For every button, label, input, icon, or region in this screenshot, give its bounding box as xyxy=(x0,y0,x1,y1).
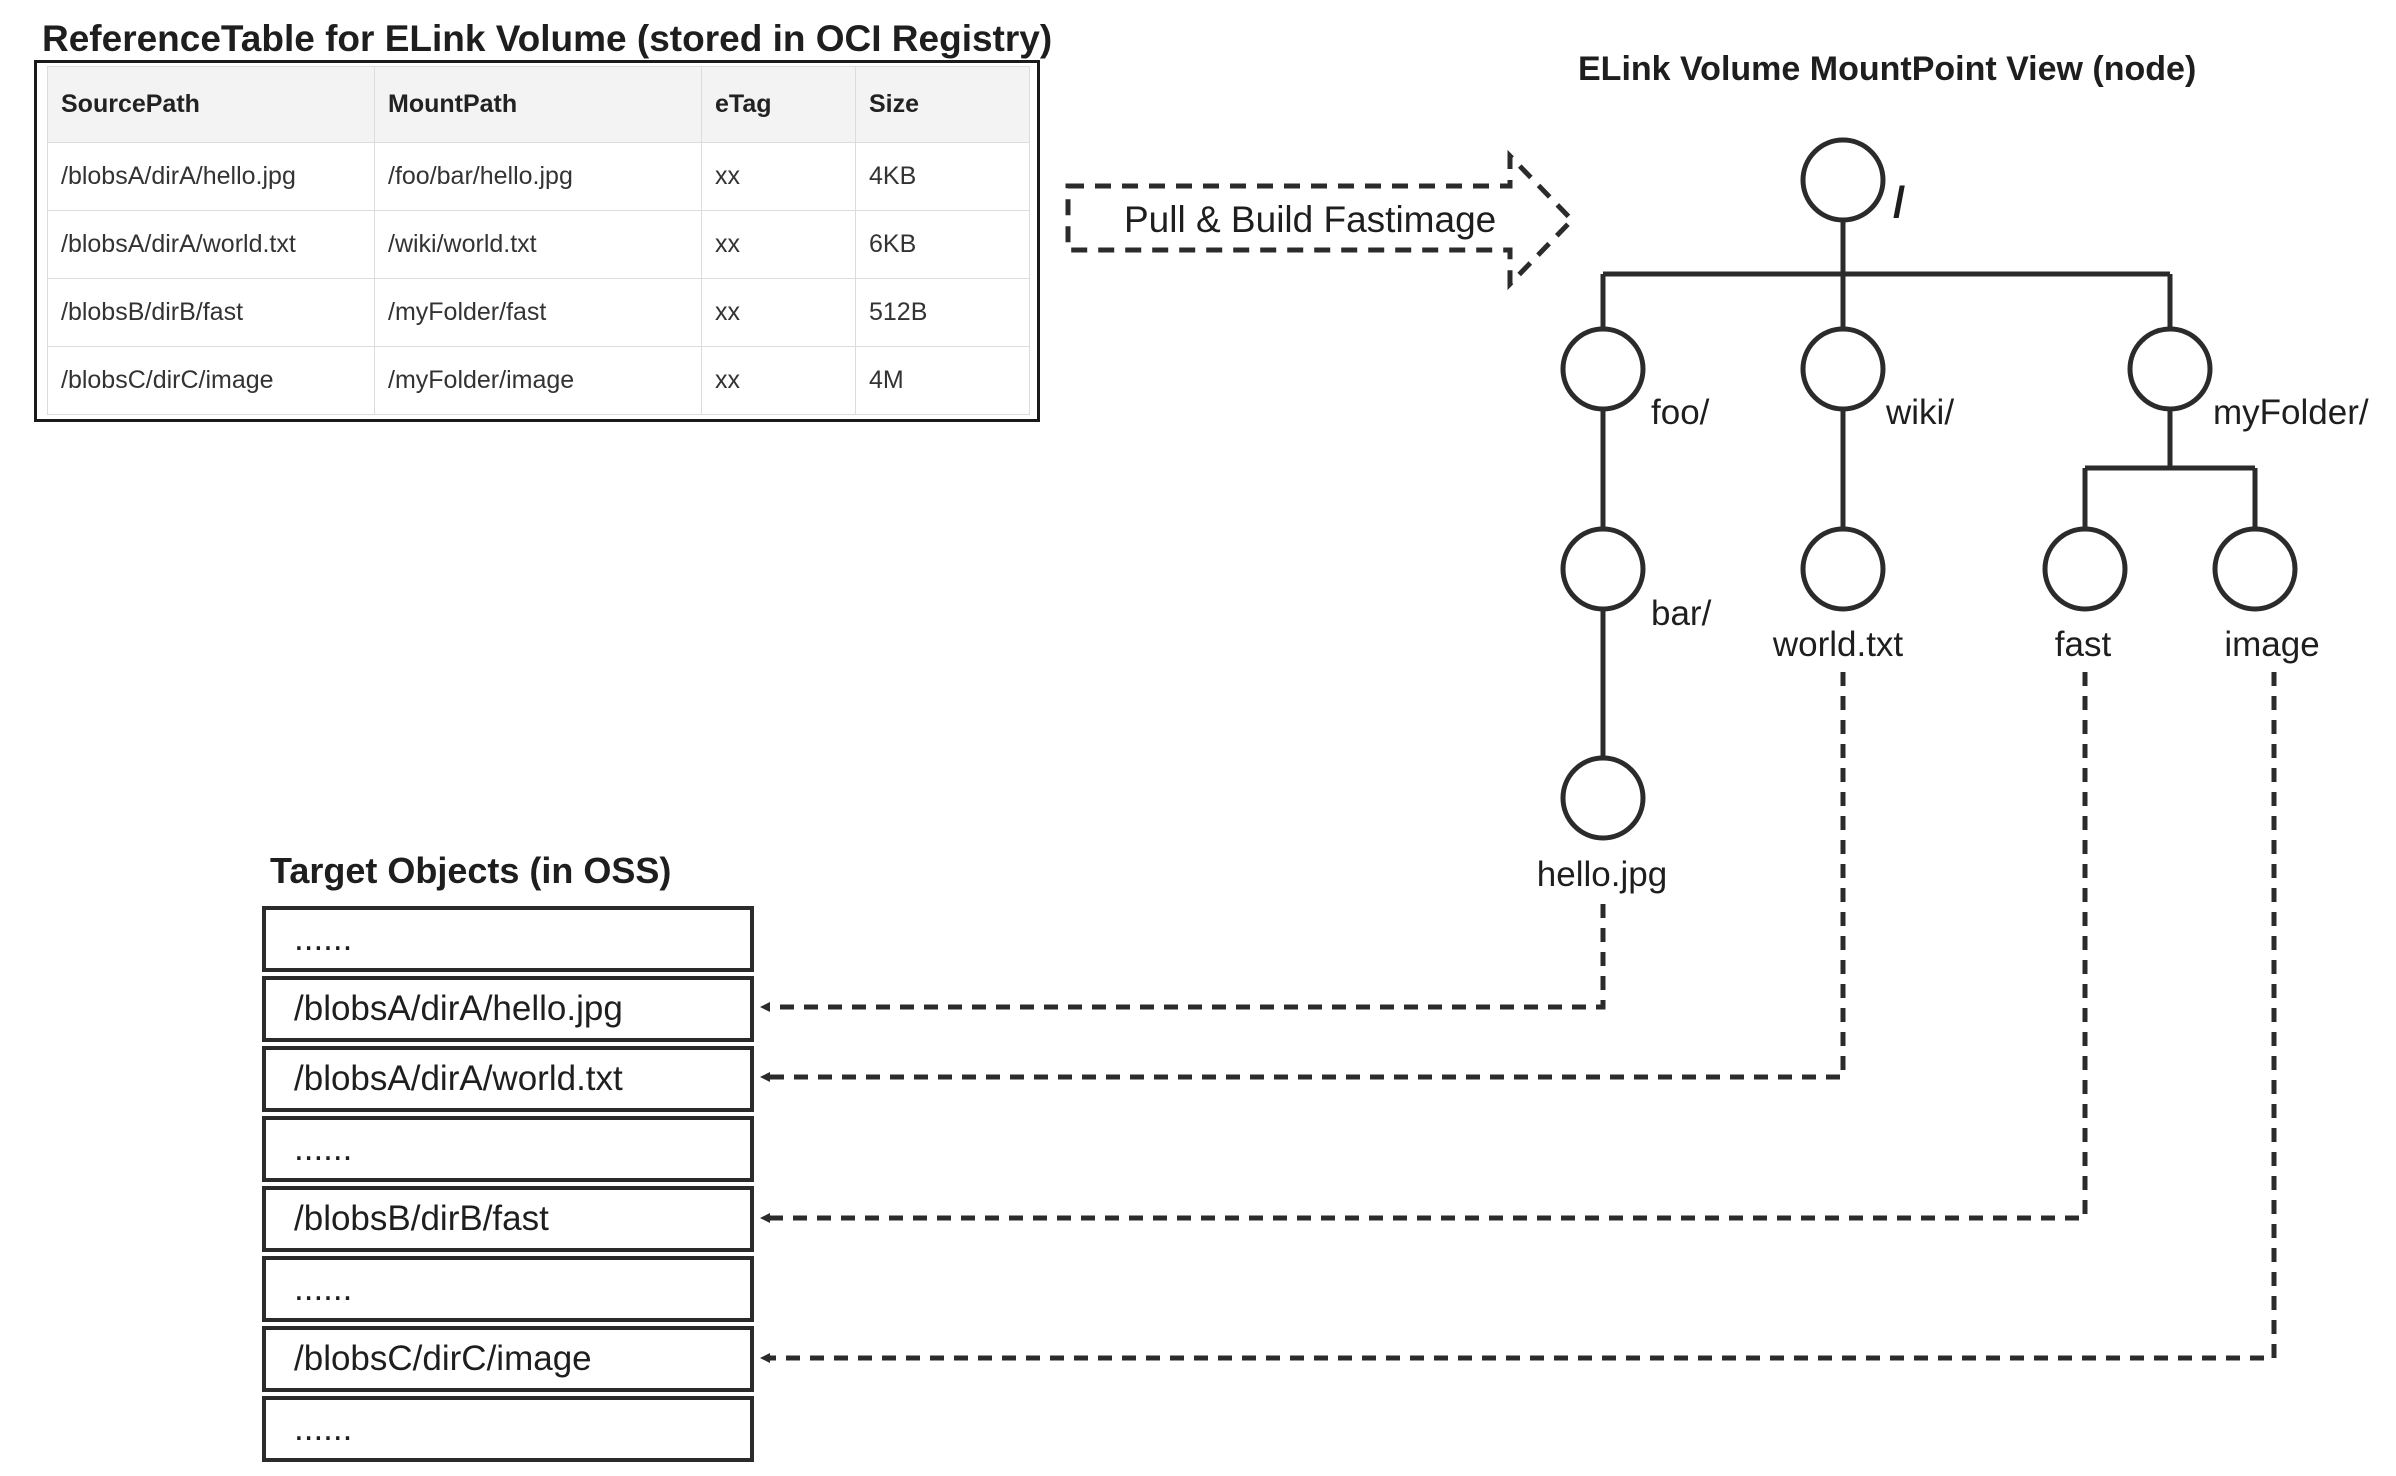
tree-node-hello xyxy=(1560,755,1646,841)
oss-object-row: ...... xyxy=(262,906,754,972)
oss-object-row: /blobsC/dirC/image xyxy=(262,1326,754,1392)
pull-build-arrow: Pull & Build Fastimage xyxy=(1065,149,1576,291)
cell-source-path: /blobsC/dirC/image xyxy=(47,346,375,415)
tree-label-world: world.txt xyxy=(1772,625,1904,664)
cell-mount-path: /myFolder/image xyxy=(374,346,702,415)
target-objects-title: Target Objects (in OSS) xyxy=(270,850,672,891)
reference-table-frame: SourcePath MountPath eTag Size /blobsA/d… xyxy=(34,60,1040,422)
cell-etag: xx xyxy=(701,278,856,347)
cell-source-path: /blobsB/dirB/fast xyxy=(47,278,375,347)
cell-mount-path: /myFolder/fast xyxy=(374,278,702,347)
cell-source-path: /blobsA/dirA/hello.jpg xyxy=(47,142,375,211)
cell-size: 512B xyxy=(855,278,1030,347)
tree-node-foo xyxy=(1560,326,1646,412)
tree-node-fast xyxy=(2042,526,2128,612)
oss-object-row: ...... xyxy=(262,1256,754,1322)
column-header-etag: eTag xyxy=(701,66,856,143)
mountpoint-view-title: ELink Volume MountPoint View (node) xyxy=(1578,50,2197,88)
tree-label-myfolder: myFolder/ xyxy=(2213,393,2369,432)
cell-source-path: /blobsA/dirA/world.txt xyxy=(47,210,375,279)
mapping-arrow-world xyxy=(760,672,1846,1082)
reference-table: SourcePath MountPath eTag Size /blobsA/d… xyxy=(47,66,1030,415)
cell-size: 4KB xyxy=(855,142,1030,211)
table-row: /blobsA/dirA/hello.jpg /foo/bar/hello.jp… xyxy=(47,142,1030,211)
cell-size: 4M xyxy=(855,346,1030,415)
tree-node-world xyxy=(1800,526,1886,612)
tree-node-root xyxy=(1800,137,1886,223)
column-header-mount-path: MountPath xyxy=(374,66,702,143)
pull-build-label: Pull & Build Fastimage xyxy=(1124,199,1496,240)
oss-object-row: ...... xyxy=(262,1116,754,1182)
table-row: /blobsA/dirA/world.txt /wiki/world.txt x… xyxy=(47,210,1030,279)
tree-node-myfolder xyxy=(2127,326,2213,412)
oss-object-row: /blobsA/dirA/hello.jpg xyxy=(262,976,754,1042)
table-header-row: SourcePath MountPath eTag Size xyxy=(47,66,1030,143)
tree-node-wiki xyxy=(1800,326,1886,412)
tree-label-hello: hello.jpg xyxy=(1537,855,1667,894)
tree-label-bar: bar/ xyxy=(1651,594,1712,633)
oss-object-row: ...... xyxy=(262,1396,754,1462)
oss-object-row: /blobsB/dirB/fast xyxy=(262,1186,754,1252)
table-row: /blobsC/dirC/image /myFolder/image xx 4M xyxy=(47,346,1030,415)
reference-table-title: ReferenceTable for ELink Volume (stored … xyxy=(42,18,1053,59)
oss-object-row: /blobsA/dirA/world.txt xyxy=(262,1046,754,1112)
tree-edges xyxy=(1600,220,2258,758)
table-row: /blobsB/dirB/fast /myFolder/fast xx 512B xyxy=(47,278,1030,347)
tree-node-bar xyxy=(1560,526,1646,612)
mapping-arrow-image xyxy=(760,672,2277,1363)
cell-mount-path: /foo/bar/hello.jpg xyxy=(374,142,702,211)
cell-size: 6KB xyxy=(855,210,1030,279)
tree-node-image xyxy=(2212,526,2298,612)
mapping-arrow-hello xyxy=(760,904,1606,1012)
tree-label-image: image xyxy=(2224,625,2319,664)
mapping-arrow-fast xyxy=(760,672,2088,1223)
tree-label-root: / xyxy=(1893,178,1905,227)
tree-label-wiki: wiki/ xyxy=(1885,393,1954,432)
cell-mount-path: /wiki/world.txt xyxy=(374,210,702,279)
cell-etag: xx xyxy=(701,346,856,415)
cell-etag: xx xyxy=(701,210,856,279)
tree-label-fast: fast xyxy=(2055,625,2112,664)
column-header-size: Size xyxy=(855,66,1030,143)
tree-label-foo: foo/ xyxy=(1651,393,1710,432)
